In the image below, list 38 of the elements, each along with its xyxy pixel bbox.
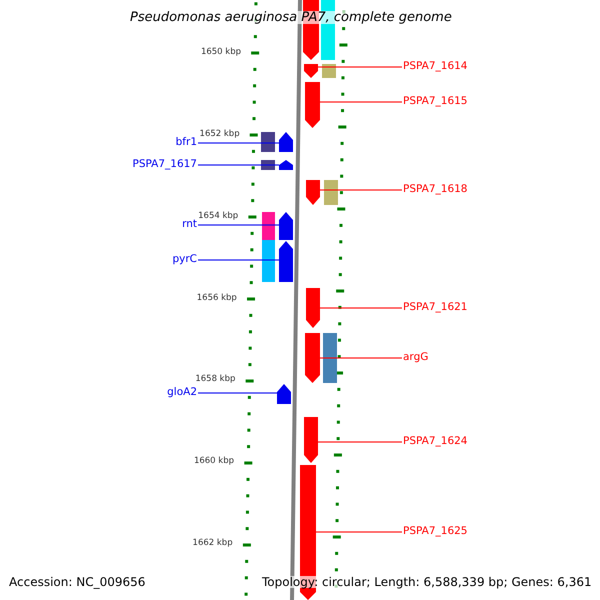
gene-label: argG [403, 352, 428, 362]
gene-feature [279, 241, 293, 282]
gene-feature [304, 64, 318, 78]
title: Pseudomonas aeruginosa PA7, complete genome [130, 11, 452, 24]
gene-feature [277, 384, 291, 404]
leader-line [198, 142, 280, 144]
accession-note: Accession: NC_009656 [9, 576, 146, 588]
scale-label: 1660 kbp [194, 457, 234, 466]
gene-feature [306, 288, 320, 328]
gene-feature [279, 132, 293, 152]
gene-feature [306, 180, 320, 205]
gene-label: rnt [182, 219, 197, 230]
leader-line [318, 66, 402, 68]
gene-label: PSPA7_1614 [403, 61, 468, 72]
gene-feature [279, 160, 293, 170]
leader-line [198, 164, 280, 166]
gene-label: PSPA7_1621 [403, 302, 468, 312]
gene-label: gloA2 [167, 387, 197, 398]
gene-label: PSPA7_1625 [403, 526, 468, 536]
scale-label: 1652 kbp [200, 130, 240, 138]
scale-label: 1654 kbp [198, 212, 238, 220]
gene-feature [305, 82, 320, 128]
leader-line [198, 224, 280, 226]
scale-label: 1656 kbp [196, 294, 237, 302]
gene-label: pyrC [172, 254, 197, 264]
gene-label: PSPA7_1624 [403, 436, 468, 446]
gene-feature [279, 212, 293, 240]
gene-feature [304, 417, 318, 463]
leader-line [198, 392, 278, 394]
scale-label: 1658 kbp [195, 375, 236, 384]
gene-label: PSPA7_1618 [403, 184, 468, 194]
scale-label: 1662 kbp [192, 539, 233, 548]
gene-label: PSPA7_1615 [403, 96, 468, 106]
gene-feature [305, 333, 320, 383]
genome-info-note: Topology: circular; Length: 6,588,339 bp; Genes: 6,361 [262, 576, 592, 588]
gene-label: PSPA7_1617 [132, 159, 197, 170]
gene-label: bfr1 [176, 137, 197, 148]
scale-label: 1650 kbp [200, 48, 241, 56]
